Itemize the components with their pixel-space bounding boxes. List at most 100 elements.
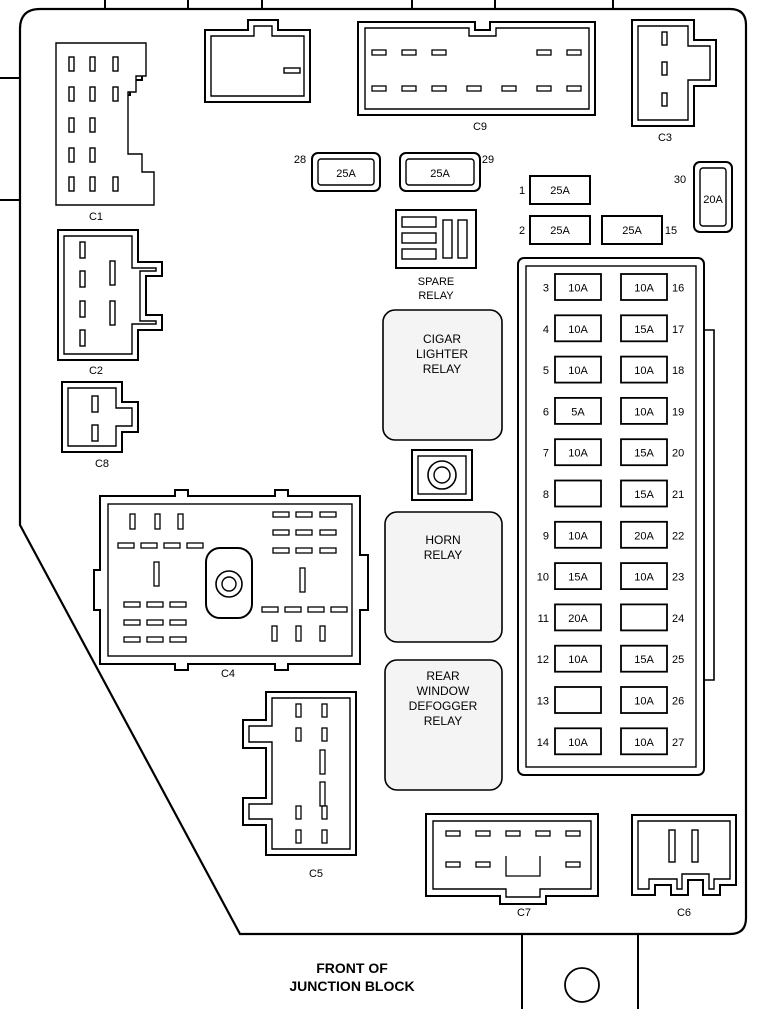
fuse-number: 7	[543, 448, 549, 460]
round-socket	[411, 449, 473, 501]
fuse-17: 15A 17	[620, 314, 684, 343]
svg-text:WINDOW: WINDOW	[417, 684, 470, 698]
fuse-amp: 15A	[568, 572, 588, 584]
fuse-amp: 10A	[634, 696, 654, 708]
fuse-amp: 15A	[634, 324, 654, 336]
c3-label: C3	[658, 132, 672, 144]
fuse-1: 25A 1	[519, 175, 591, 205]
svg-text:20A: 20A	[703, 194, 723, 206]
fuse-number: 24	[672, 613, 684, 625]
fuse-number: 22	[672, 530, 684, 542]
svg-text:28: 28	[294, 154, 306, 166]
fuse-number: 8	[543, 489, 549, 501]
svg-text:LIGHTER: LIGHTER	[416, 347, 468, 361]
connector-c4: C4	[93, 489, 369, 680]
fuse-amp: 20A	[634, 530, 654, 542]
fuse-amp: 15A	[634, 448, 654, 460]
connector-c9: C9	[357, 21, 596, 133]
fuse-number: 20	[672, 448, 684, 460]
svg-text:25A: 25A	[336, 168, 356, 180]
fuse-29: 25A 29	[399, 152, 494, 192]
fuse-amp: 10A	[568, 737, 588, 749]
fuse-5: 10A 5	[543, 355, 602, 384]
fuse-amp: 10A	[634, 572, 654, 584]
fuse-number: 13	[537, 696, 549, 708]
connector-c7: C7	[425, 813, 599, 919]
connector-c8: C8	[61, 381, 139, 470]
fuse-9: 10A 9	[543, 520, 602, 549]
fuse-22: 20A 22	[620, 520, 684, 549]
svg-text:29: 29	[482, 154, 494, 166]
fuse-number: 5	[543, 365, 549, 377]
svg-text:30: 30	[674, 174, 686, 186]
fuse-number: 18	[672, 365, 684, 377]
svg-text:HORN: HORN	[425, 533, 460, 547]
footer-line-2: JUNCTION BLOCK	[289, 978, 414, 994]
svg-text:25A: 25A	[550, 185, 570, 197]
fuse-amp: 10A	[568, 324, 588, 336]
fuse-15: 25A 15	[601, 215, 677, 245]
svg-text:SPARE: SPARE	[418, 276, 454, 288]
fuse-amp: 10A	[634, 283, 654, 295]
fuse-28: 25A 28	[294, 152, 381, 192]
fuse-amp: 10A	[568, 530, 588, 542]
fuse-25: 15A 25	[620, 644, 684, 673]
fuse-number: 17	[672, 324, 684, 336]
rear-window-defogger-relay: REAR WINDOW DEFOGGER RELAY	[384, 659, 503, 791]
svg-text:2: 2	[519, 225, 525, 237]
fuse-amp: 15A	[634, 489, 654, 501]
fuse-amp: 10A	[568, 448, 588, 460]
fuse-11: 20A 11	[538, 603, 602, 632]
svg-text:25A: 25A	[430, 168, 450, 180]
fuse-number: 3	[543, 283, 549, 295]
junction-block-outline	[18, 7, 748, 936]
fuse-number: 11	[538, 613, 549, 625]
c8-label: C8	[95, 458, 109, 470]
fuse-7: 10A 7	[543, 438, 602, 467]
fuse-number: 25	[672, 654, 684, 666]
connector-c3: C3	[631, 19, 717, 144]
fuse-number: 19	[672, 406, 684, 418]
fuse-number: 27	[672, 737, 684, 749]
spare-relay: SPARE RELAY	[395, 209, 477, 302]
svg-text:REAR: REAR	[426, 669, 460, 683]
svg-text:15: 15	[665, 225, 677, 237]
fuse-24: 24	[620, 603, 684, 632]
fuse-amp: 10A	[568, 654, 588, 666]
svg-text:25A: 25A	[622, 225, 642, 237]
svg-text:25A: 25A	[550, 225, 570, 237]
connector-c5: C5	[242, 691, 357, 880]
fuse-4: 10A 4	[543, 314, 602, 343]
c7-label: C7	[517, 907, 531, 919]
fuse-number: 9	[543, 530, 549, 542]
fuse-13: 13	[537, 686, 602, 714]
fuse-amp: 10A	[634, 365, 654, 377]
fuse-30: 20A 30	[674, 161, 733, 233]
fuse-2: 25A 2	[519, 215, 591, 245]
c9-label: C9	[473, 121, 487, 133]
fuse-amp: 10A	[568, 365, 588, 377]
c1-label: C1	[89, 211, 103, 223]
c2-label: C2	[89, 365, 103, 377]
fuse-amp: 15A	[634, 654, 654, 666]
fuse-19: 10A 19	[620, 396, 684, 425]
top-edge-lines	[0, 0, 614, 201]
mount-tab	[521, 934, 639, 1009]
fuse-amp: 5A	[571, 406, 585, 418]
fuse-number: 6	[543, 406, 549, 418]
connector-c6: C6	[631, 814, 737, 919]
fuse-number: 4	[543, 324, 549, 336]
fuse-amp: 10A	[634, 406, 654, 418]
fuse-amp: 20A	[568, 613, 588, 625]
svg-text:CIGAR: CIGAR	[423, 332, 461, 346]
